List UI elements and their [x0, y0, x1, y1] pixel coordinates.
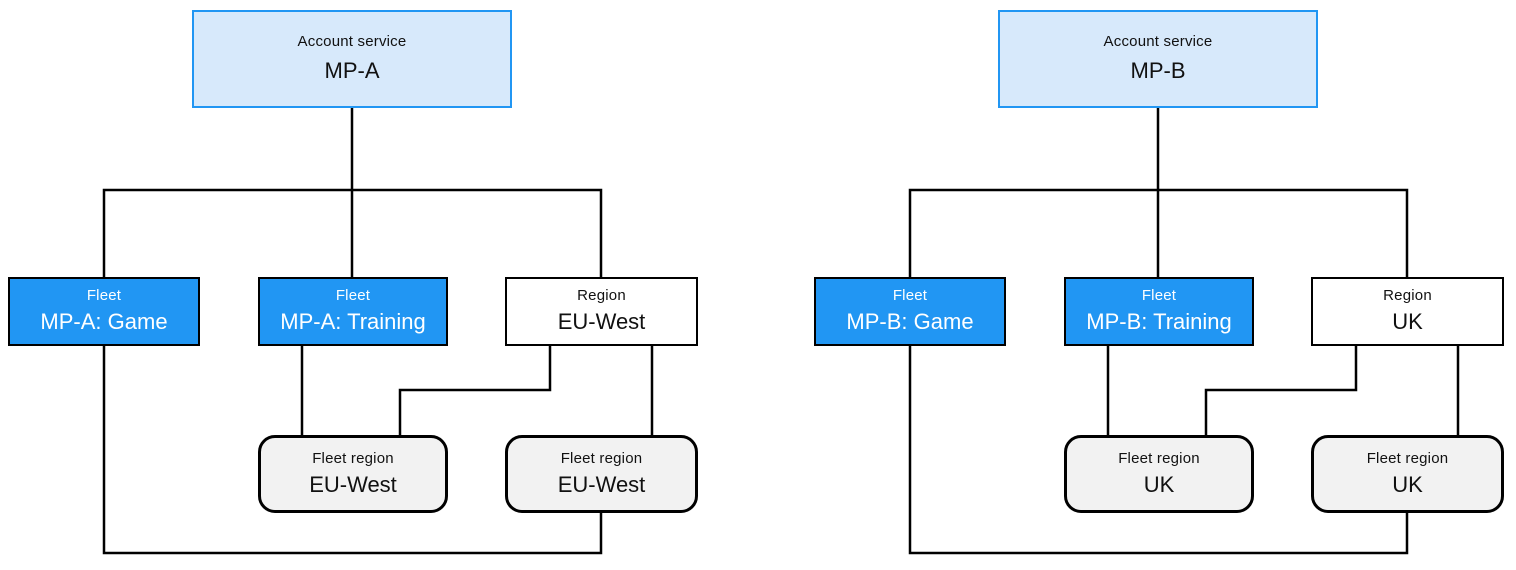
box-entity-name: UK: [1392, 309, 1423, 335]
box-entity-name: MP-B: Game: [846, 309, 974, 335]
edge-region-to-fleet-region-1: [1204, 346, 1358, 435]
box-entity-name: UK: [1392, 471, 1423, 497]
region-box-eu-west: Region EU-West: [505, 277, 698, 346]
fleet-region-box-2-uk: Fleet region UK: [1311, 435, 1504, 513]
region-box-uk: Region UK: [1311, 277, 1504, 346]
box-type-label: Account service: [1103, 33, 1213, 51]
account-service-box-mp-a: Account service MP-A: [192, 10, 512, 108]
box-type-label: Fleet region: [560, 449, 643, 467]
fleet-box-mp-a-training: Fleet MP-A: Training: [258, 277, 448, 346]
edges-group-mp-b: [908, 108, 1460, 555]
edge-region-to-fleet-region-1: [398, 346, 552, 435]
box-entity-name: MP-B: [1130, 58, 1186, 84]
box-type-label: Fleet: [86, 287, 122, 305]
box-type-label: Region: [1383, 287, 1432, 305]
edge-game-to-fleet-region-2: [102, 346, 603, 555]
box-entity-name: MP-A: Training: [280, 309, 426, 335]
edge-game-to-fleet-region-2: [908, 346, 1409, 555]
box-entity-name: EU-West: [557, 309, 646, 335]
box-entity-name: MP-B: Training: [1086, 309, 1232, 335]
fleet-box-mp-b-game: Fleet MP-B: Game: [814, 277, 1006, 346]
box-type-label: Fleet: [335, 287, 371, 305]
box-type-label: Fleet region: [312, 449, 394, 467]
fleet-region-box-1-uk: Fleet region UK: [1064, 435, 1254, 513]
edges-group-mp-a: [102, 108, 654, 555]
box-type-label: Fleet: [1141, 287, 1177, 305]
edge-account-distribution: [908, 188, 1409, 277]
box-type-label: Account service: [297, 33, 407, 51]
fleet-box-mp-b-training: Fleet MP-B: Training: [1064, 277, 1254, 346]
box-entity-name: EU-West: [309, 471, 397, 497]
edge-account-distribution: [102, 188, 603, 277]
box-entity-name: MP-A: [324, 58, 380, 84]
fleet-box-mp-a-game: Fleet MP-A: Game: [8, 277, 200, 346]
box-type-label: Region: [577, 287, 626, 305]
box-type-label: Fleet region: [1366, 449, 1449, 467]
account-service-box-mp-b: Account service MP-B: [998, 10, 1318, 108]
fleet-region-box-1-eu-west: Fleet region EU-West: [258, 435, 448, 513]
box-type-label: Fleet region: [1118, 449, 1200, 467]
fleet-region-box-2-eu-west: Fleet region EU-West: [505, 435, 698, 513]
box-type-label: Fleet: [892, 287, 928, 305]
box-entity-name: EU-West: [557, 471, 646, 497]
box-entity-name: UK: [1143, 471, 1175, 497]
box-entity-name: MP-A: Game: [40, 309, 168, 335]
